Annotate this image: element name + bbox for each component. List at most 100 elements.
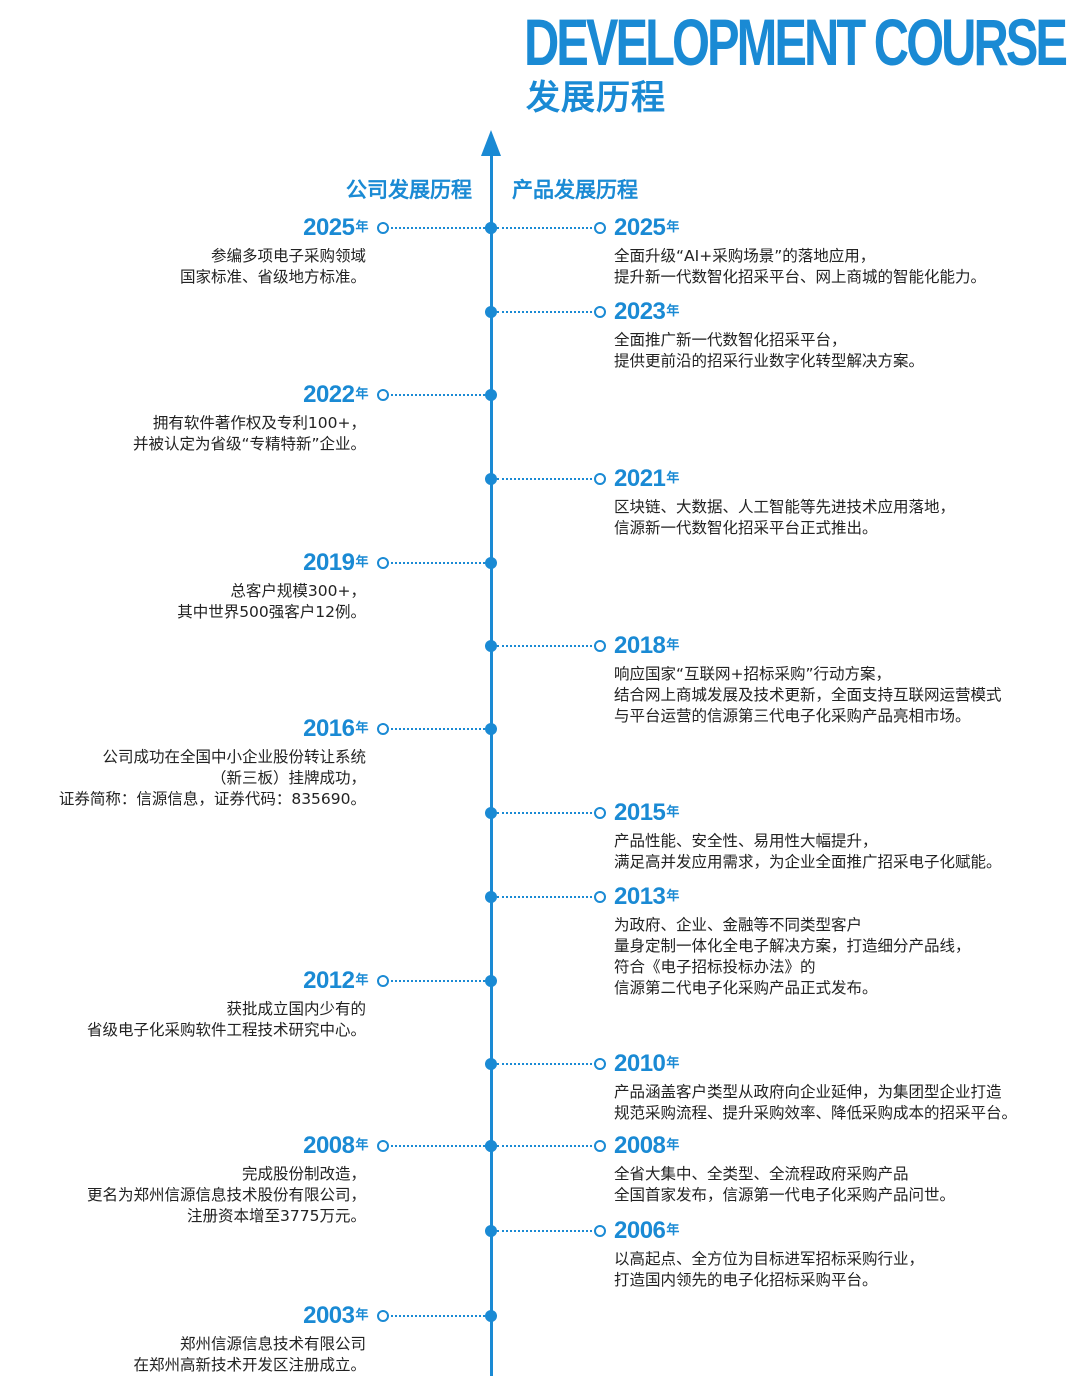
milestone-line: （新三板）挂牌成功， [210,769,366,787]
company-year-label: 2003年 [303,1302,368,1330]
product-axis-dot [485,640,497,652]
product-axis-dot [485,1058,497,1070]
milestone-line: 产品涵盖客户类型从政府向企业延伸，为集团型企业打造 [614,1083,1002,1101]
product-year-marker [594,1140,606,1152]
company-connector-line [391,227,485,229]
milestone-line: 区块链、大数据、人工智能等先进技术应用落地， [614,498,956,516]
product-connector-line [497,1063,592,1065]
year-number: 2025 [303,214,355,241]
company-connector-line [391,728,485,730]
year-unit: 年 [355,387,368,402]
milestone-line: 量身定制一体化全电子解决方案，打造细分产品线， [614,937,971,955]
company-axis-dot [485,389,497,401]
milestone-line: 信源第二代电子化采购产品正式发布。 [614,979,878,997]
arrow-up-icon [481,130,501,156]
year-unit: 年 [666,1138,679,1153]
year-number: 2010 [614,1050,666,1077]
company-year-label: 2022年 [303,381,368,409]
company-year-marker [377,1140,389,1152]
milestone-line: 获批成立国内少有的 [226,1000,366,1018]
year-unit: 年 [666,805,679,820]
company-axis-dot [485,723,497,735]
company-connector-line [391,562,485,564]
product-year-label: 2025年 [614,214,679,242]
product-year-marker [594,807,606,819]
year-number: 2023 [614,298,666,325]
year-unit: 年 [666,1056,679,1071]
company-axis-dot [485,557,497,569]
product-milestone-text: 响应国家“互联网+招标采购”行动方案，结合网上商城发展及技术更新，全面支持互联网… [614,664,1002,727]
company-milestone-text: 参编多项电子采购领域国家标准、省级地方标准。 [180,246,366,288]
company-year-marker [377,557,389,569]
product-connector-line [497,1145,592,1147]
year-unit: 年 [666,471,679,486]
company-year-label: 2016年 [303,715,368,743]
milestone-line: 总客户规模300+， [230,582,366,600]
company-axis-dot [485,1310,497,1322]
year-number: 2018 [614,632,666,659]
milestone-line: 公司成功在全国中小企业股份转让系统 [102,748,366,766]
product-axis-dot [485,1225,497,1237]
page-title-cn: 发展历程 [526,78,666,118]
product-milestone-text: 全省大集中、全类型、全流程政府采购产品全国首家发布，信源第一代电子化采购产品问世… [614,1164,955,1206]
milestone-line: 全国首家发布，信源第一代电子化采购产品问世。 [614,1186,956,1204]
product-connector-line [497,896,592,898]
product-milestone-text: 为政府、企业、金融等不同类型客户量身定制一体化全电子解决方案，打造细分产品线，符… [614,915,971,999]
product-year-marker [594,1058,606,1070]
product-year-label: 2008年 [614,1132,679,1160]
milestone-line: 在郑州高新技术开发区注册成立。 [133,1356,366,1374]
product-year-label: 2013年 [614,883,679,911]
milestone-line: 郑州信源信息技术有限公司 [179,1335,366,1353]
company-year-marker [377,1310,389,1322]
milestone-line: 更名为郑州信源信息技术股份有限公司， [86,1186,366,1204]
product-milestone-text: 以高起点、全方位为目标进军招标采购行业，打造国内领先的电子化招标采购平台。 [614,1249,924,1291]
product-year-marker [594,473,606,485]
year-unit: 年 [355,721,368,736]
company-milestone-text: 获批成立国内少有的省级电子化采购软件工程技术研究中心。 [87,999,366,1041]
year-unit: 年 [355,973,368,988]
year-number: 2016 [303,715,355,742]
year-number: 2021 [614,465,666,492]
company-year-marker [377,222,389,234]
milestone-line: 符合《电子招标投标办法》的 [614,958,816,976]
product-axis-dot [485,306,497,318]
year-number: 2008 [303,1132,355,1159]
company-year-marker [377,723,389,735]
year-unit: 年 [355,555,368,570]
year-number: 2006 [614,1217,666,1244]
milestone-line: 与平台运营的信源第三代电子化采购产品亮相市场。 [614,707,971,725]
timeline-axis [490,150,493,1376]
product-milestone-text: 全面升级“AI+采购场景”的落地应用，提升新一代数智化招采平台、网上商城的智能化… [614,246,986,288]
product-connector-line [497,227,592,229]
year-number: 2015 [614,799,666,826]
product-milestone-text: 全面推广新一代数智化招采平台，提供更前沿的招采行业数字化转型解决方案。 [614,330,924,372]
year-unit: 年 [355,1308,368,1323]
product-year-label: 2010年 [614,1050,679,1078]
year-number: 2013 [614,883,666,910]
product-year-label: 2015年 [614,799,679,827]
milestone-line: 以高起点、全方位为目标进军招标采购行业， [614,1250,925,1268]
product-axis-dot [485,807,497,819]
year-unit: 年 [355,1138,368,1153]
product-column-heading: 产品发展历程 [512,178,638,202]
company-column-heading: 公司发展历程 [346,178,472,202]
milestone-line: 拥有软件著作权及专利100+， [152,414,366,432]
year-unit: 年 [666,220,679,235]
product-milestone-text: 产品性能、安全性、易用性大幅提升，满足高并发应用需求，为企业全面推广招采电子化赋… [614,831,1002,873]
product-year-marker [594,891,606,903]
milestone-line: 结合网上商城发展及技术更新，全面支持互联网运营模式 [614,686,1002,704]
milestone-line: 提供更前沿的招采行业数字化转型解决方案。 [614,352,925,370]
product-axis-dot [485,473,497,485]
company-year-label: 2012年 [303,967,368,995]
milestone-line: 信源新一代数智化招采平台正式推出。 [614,519,878,537]
product-year-marker [594,222,606,234]
company-year-label: 2019年 [303,549,368,577]
company-connector-line [391,1315,485,1317]
company-milestone-text: 郑州信源信息技术有限公司在郑州高新技术开发区注册成立。 [133,1334,366,1376]
year-unit: 年 [666,304,679,319]
year-number: 2008 [614,1132,666,1159]
milestone-line: 规范采购流程、提升采购效率、降低采购成本的招采平台。 [614,1104,1018,1122]
year-number: 2003 [303,1302,355,1329]
company-year-marker [377,975,389,987]
page-title-en: DEVELOPMENT COURSE [524,5,1068,79]
